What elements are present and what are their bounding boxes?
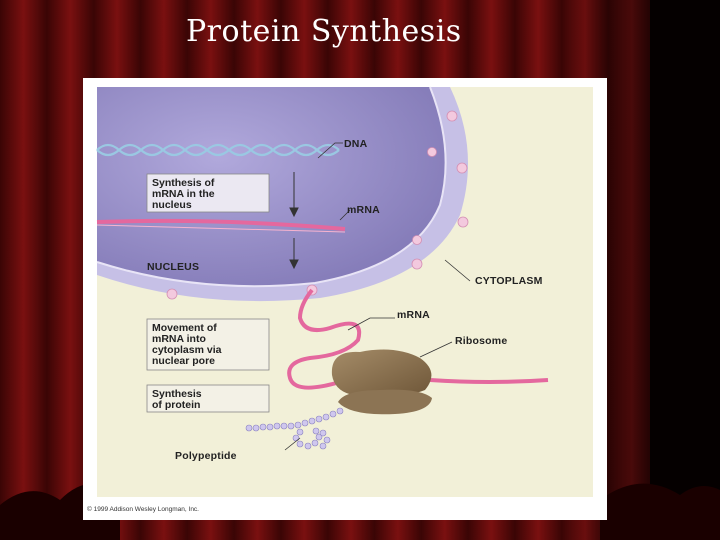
step-3-line-1: Synthesis <box>152 388 202 400</box>
process-arrows <box>289 172 299 270</box>
label-nucleus: NUCLEUS <box>147 261 199 273</box>
step-2-line-3: cytoplasm via <box>152 344 222 356</box>
label-polypeptide: Polypeptide <box>175 450 237 462</box>
label-dna: DNA <box>344 138 368 150</box>
label-cytoplasm: CYTOPLASM <box>475 275 543 287</box>
label-mrna-cytoplasm: mRNA <box>397 309 430 321</box>
step-3-line-2: of protein <box>152 399 200 411</box>
step-2-line-2: mRNA into <box>152 333 206 345</box>
label-ribosome: Ribosome <box>455 335 507 347</box>
dna-helix <box>96 143 340 157</box>
step-1-line-1: Synthesis of <box>152 177 215 189</box>
leader-lines <box>284 142 471 451</box>
mrna-strand-nucleus <box>96 218 346 233</box>
ribosome <box>331 349 432 415</box>
step-box-1: Synthesis of mRNA in the nucleus <box>146 173 270 213</box>
polypeptide-chain <box>245 407 344 450</box>
step-box-3: Synthesis of protein <box>146 384 270 413</box>
step-1-line-2: mRNA in the <box>152 188 215 200</box>
nucleus <box>96 86 468 302</box>
step-2-line-1: Movement of <box>152 322 217 334</box>
label-mrna-nucleus: mRNA <box>347 204 380 216</box>
step-2-line-4: nuclear pore <box>152 355 215 367</box>
copyright-notice: © 1999 Addison Wesley Longman, Inc. <box>87 505 199 513</box>
step-box-2: Movement of mRNA into cytoplasm via nucl… <box>146 318 270 371</box>
slide-title: Protein Synthesis <box>186 14 462 49</box>
step-1-line-3: nucleus <box>152 199 192 211</box>
